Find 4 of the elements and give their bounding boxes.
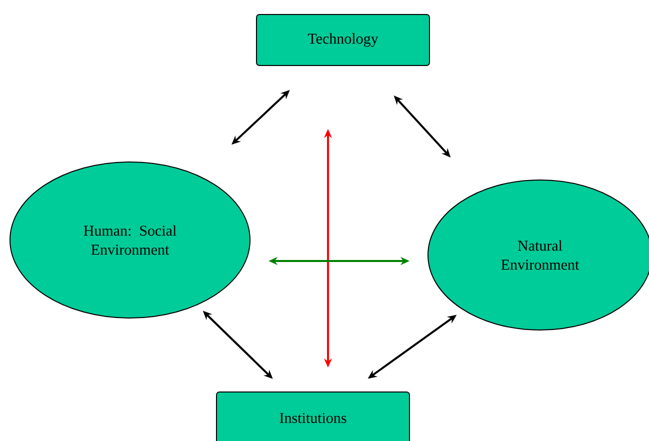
ellipse-node: Human: Social Environment (10, 162, 250, 318)
ellipse-node: Natural Environment (428, 180, 649, 330)
process-box: Technology (256, 14, 430, 66)
process-box: Institutions (216, 392, 410, 441)
